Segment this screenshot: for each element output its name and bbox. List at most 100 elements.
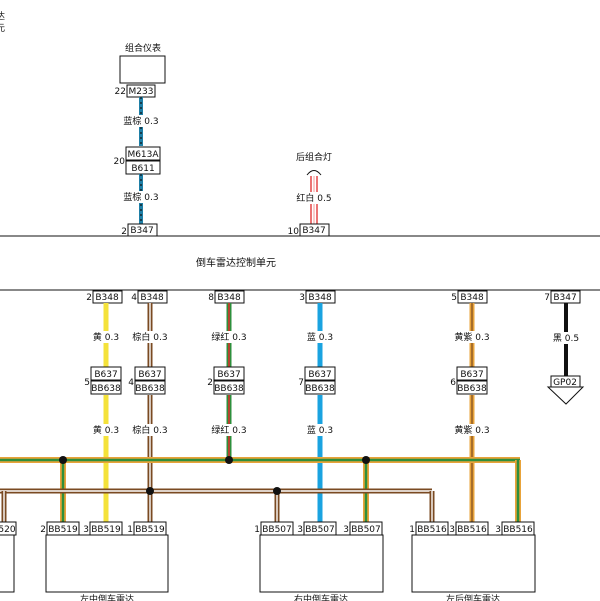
- rear-lamp-symbol: [306, 170, 322, 176]
- wire-label-c4-upper: 蓝 0.3: [307, 331, 333, 343]
- connector-c2-pin: 4: [128, 378, 134, 388]
- wire-label-c2-upper: 棕白 0.3: [132, 331, 167, 343]
- sensor-connector-4-label: BB507: [262, 525, 292, 535]
- intermediate-connectors: 黄 0.3 B637 5 BB638 黄 0.3 棕白 0.3 B637 4 B…: [84, 331, 491, 436]
- wire-label-c1-lower: 黄 0.3: [93, 424, 119, 436]
- sensor-pin-3: 1: [127, 525, 133, 535]
- radar-bottom-connector-2-label: B348: [140, 293, 164, 303]
- radar-bottom-pin-4: 3: [299, 293, 305, 303]
- radar-bottom-connector-1-label: B348: [95, 293, 119, 303]
- page-edge-text-1: 达: [0, 10, 5, 22]
- sensor-connector-1-label: BB519: [48, 525, 78, 535]
- cluster-box: [119, 55, 166, 84]
- wire-label-bg-c5u: [453, 331, 491, 343]
- sensor-pin-9: 3: [495, 525, 501, 535]
- wire-label-bg-2: [122, 191, 160, 203]
- radar-unit-label: 倒车雷达控制单元: [196, 256, 276, 269]
- radar-top-connector-1: [127, 223, 158, 237]
- sensor-label-left-middle: 左中倒车雷达: [80, 593, 134, 601]
- connector-c2-top: [134, 366, 166, 381]
- sensor-connector-8-label: BB516: [457, 525, 487, 535]
- connector-c5-pin: 6: [450, 378, 456, 388]
- radar-bottom-pin-5: 5: [451, 293, 457, 303]
- sensor-connector-9-label: BB516: [503, 525, 533, 535]
- inline-connector-top-label: M613A: [127, 150, 159, 160]
- wire-label-bg-black: [548, 332, 584, 344]
- ground-symbol: [546, 386, 585, 405]
- cluster-label: 组合仪表: [125, 42, 161, 54]
- wire-label-bg-c1u: [89, 331, 123, 343]
- sensor-pin-5: 3: [297, 525, 303, 535]
- wire-label-bg-c4l: [305, 424, 335, 436]
- sensor-connector-6-label: BB507: [351, 525, 381, 535]
- connector-c4-bottom: [304, 380, 336, 395]
- sensor-connector-3-label: BB519: [135, 525, 165, 535]
- connector-c4-top: [304, 366, 336, 381]
- radar-top-pin-2: 10: [288, 227, 300, 237]
- wire-label-bg-c5l: [453, 424, 491, 436]
- sensor-pin-4: 1: [254, 525, 260, 535]
- radar-bottom-pins: 2 B348 4 B348 8 B348 3 B348 5 B348 7 B34…: [86, 290, 581, 304]
- sensor-label-right-middle: 右中倒车雷达: [294, 593, 348, 601]
- sensor-body-offpage: [0, 535, 15, 593]
- connector-c1-pin: 5: [84, 378, 90, 388]
- connector-c3-top: [213, 366, 245, 381]
- sensor-connector-2-label: BB519: [91, 525, 121, 535]
- inline-pin: 20: [114, 157, 126, 167]
- sensor-pin-6: 3: [343, 525, 349, 535]
- radar-bottom-connector-5-label: B348: [460, 293, 484, 303]
- ground-point-label: GP02: [553, 378, 577, 388]
- connector-c4-pin: 7: [298, 378, 304, 388]
- wire-label-bg-c3l: [210, 424, 248, 436]
- sensor-connectors: 520 2 BB519 3 BB519 1 BB519 1 BB507 3 BB…: [0, 521, 535, 536]
- sensor-pin-1: 2: [40, 525, 46, 535]
- sensor-connector-0: [0, 521, 17, 536]
- splice-dot: [362, 456, 370, 464]
- radar-bottom-connector-4-label: B348: [308, 293, 332, 303]
- connector-c3-top-label: B637: [217, 370, 240, 380]
- inline-connector-bottom-label: B611: [131, 164, 154, 174]
- wire-label-black: 黑 0.5: [553, 333, 579, 344]
- connector-c1-bottom: [90, 380, 122, 395]
- wire-label-c3-lower: 绿红 0.3: [211, 424, 246, 436]
- connector-c3-pin: 2: [207, 378, 213, 388]
- wire-label-red-white: 红白 0.5: [296, 192, 331, 204]
- bus-brown-white: [0, 488, 435, 522]
- cluster-connector-label: M233: [129, 87, 154, 97]
- connector-c5-bottom-label: BB638: [457, 384, 487, 394]
- radar-bottom-pin-1: 2: [86, 293, 92, 303]
- radar-top-connector-2: [299, 223, 330, 237]
- sensor-body-left-rear: [411, 534, 536, 593]
- wire-label-bg-c2l: [131, 424, 169, 436]
- sensor-connector-0-label: 520: [0, 525, 16, 535]
- radar-bottom-pin-3: 8: [208, 293, 214, 303]
- wire-label-bg-c2u: [131, 331, 169, 343]
- connector-c2-top-label: B637: [138, 370, 161, 380]
- inline-connector-top: [125, 146, 161, 161]
- sensor-pin-8: 3: [449, 525, 455, 535]
- rear-lamp-label: 后组合灯: [296, 151, 332, 163]
- wire-label-bg: [122, 115, 160, 127]
- wire-label-c5-lower: 黄紫 0.3: [454, 424, 489, 436]
- connector-c5-top-label: B637: [460, 370, 483, 380]
- connector-c1-top: [90, 366, 122, 381]
- sensor-connector-5-label: BB507: [305, 525, 335, 535]
- connector-c1-bottom-label: BB638: [91, 384, 121, 394]
- connector-c1-top-label: B637: [94, 370, 117, 380]
- splice-dot: [59, 456, 67, 464]
- radar-top-pin-1: 2: [121, 227, 127, 237]
- wire-label-bg-c3u: [210, 331, 248, 343]
- connector-c5-top: [456, 366, 488, 381]
- connector-c4-top-label: B637: [308, 370, 331, 380]
- wire-label-c5-upper: 黄紫 0.3: [454, 331, 489, 343]
- splice-dot: [146, 487, 154, 495]
- wire-label-bg-3: [294, 192, 336, 204]
- connector-c3-bottom: [213, 380, 245, 395]
- wire-label-c2-lower: 棕白 0.3: [132, 424, 167, 436]
- connector-c3-bottom-label: BB638: [214, 384, 244, 394]
- splice-dot: [273, 487, 281, 495]
- wire-label-c4-lower: 蓝 0.3: [307, 424, 333, 436]
- sensor-pin-7: 1: [409, 525, 415, 535]
- radar-top-connector-2-label: B347: [302, 226, 325, 236]
